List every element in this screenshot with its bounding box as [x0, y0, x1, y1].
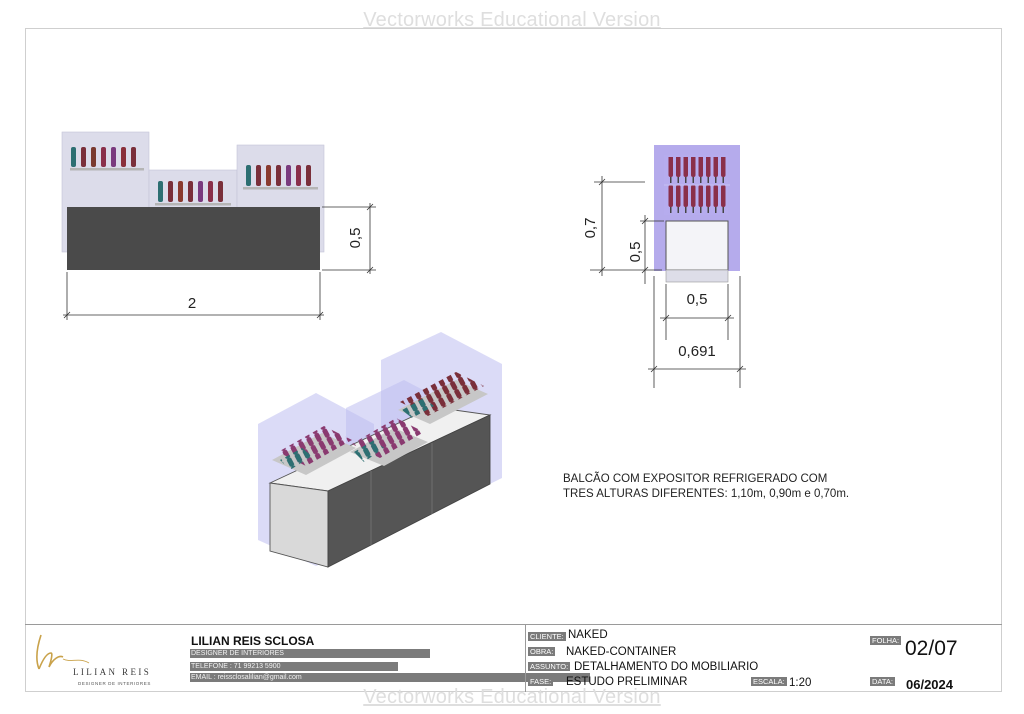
height-dim-label: 0,5: [347, 228, 364, 249]
fase-value: ESTUDO PRELIMINAR: [566, 676, 688, 688]
watermark-top: Vectorworks Educational Version: [363, 9, 661, 31]
width-dimension: [63, 272, 324, 320]
iso-counter-end: [269, 482, 329, 568]
fase-label: FASE:: [528, 677, 554, 686]
counter-body: [67, 207, 320, 270]
side-elevation: 0,7 0,5 0,5 0,691: [582, 145, 746, 388]
data-label: DATA:: [870, 677, 895, 686]
isometric-view: [258, 332, 502, 568]
side-total-height-label: 0,7: [582, 218, 599, 239]
side-total-width-label: 0,691: [678, 343, 716, 360]
escala-value: 1:20: [789, 677, 812, 689]
side-base-height-label: 0,5: [627, 242, 644, 263]
data-value: 06/2024: [906, 677, 953, 692]
iso-counter-front: [327, 414, 491, 568]
design-note-line-1: BALCÃO COM EXPOSITOR REFRIGERADO COM: [563, 473, 828, 485]
watermark-bottom: Vectorworks Educational Version: [363, 686, 661, 708]
title-block: LILIAN REIS DESIGNER DE INTERIORES LILIA…: [25, 624, 1002, 692]
side-bottles: [664, 157, 730, 213]
design-note-line-2: TRES ALTURAS DIFERENTES: 1,10m, 0,90m e …: [563, 488, 850, 500]
width-dim-label: 2: [188, 295, 196, 312]
obra-label: OBRA:: [528, 647, 556, 656]
height-dimension: [322, 203, 376, 274]
escala-label: ESCALA:: [751, 677, 787, 686]
logo-name: LILIAN REIS: [73, 667, 152, 677]
designer-phone: TELEFONE : 71 99213 5900: [191, 663, 281, 670]
side-height-dimensions: [590, 176, 664, 284]
designer-name: LILIAN REIS SCLOSA: [191, 634, 315, 648]
assunto-label: ASSUNTO:: [528, 662, 571, 671]
iso-bottles-middle: [350, 418, 428, 466]
cliente-value: NAKED: [568, 629, 608, 641]
logo: LILIAN REIS DESIGNER DE INTERIORES: [25, 625, 182, 692]
side-base-width-label: 0,5: [687, 291, 708, 308]
side-counter-box: [665, 220, 729, 271]
bottle-row-middle: [155, 181, 231, 206]
folha-value: 02/07: [905, 637, 958, 660]
logo-monogram-icon: [36, 634, 90, 670]
front-elevation: 2 0,5: [61, 131, 376, 320]
designer-role: DESIGNER DE INTERIORES: [191, 650, 284, 657]
cliente-label: CLIENTE:: [528, 632, 566, 641]
obra-value: NAKED-CONTAINER: [566, 646, 677, 658]
assunto-value: DETALHAMENTO DO MOBILIARIO: [574, 661, 759, 673]
sheet-frame: [25, 28, 1002, 692]
iso-bottles-right: [398, 372, 488, 424]
side-width-dimensions: [648, 276, 746, 388]
iso-bottles-left: [272, 426, 356, 475]
folha-label: FOLHA:: [870, 636, 902, 645]
designer-email: EMAIL : reissclosalilian@gmail.com: [191, 674, 302, 681]
bottle-row-left: [70, 147, 144, 171]
design-note: BALCÃO COM EXPOSITOR REFRIGERADO COM TRE…: [563, 472, 849, 502]
logo-subtitle: DESIGNER DE INTERIORES: [78, 681, 151, 686]
bottle-row-right: [243, 165, 318, 190]
